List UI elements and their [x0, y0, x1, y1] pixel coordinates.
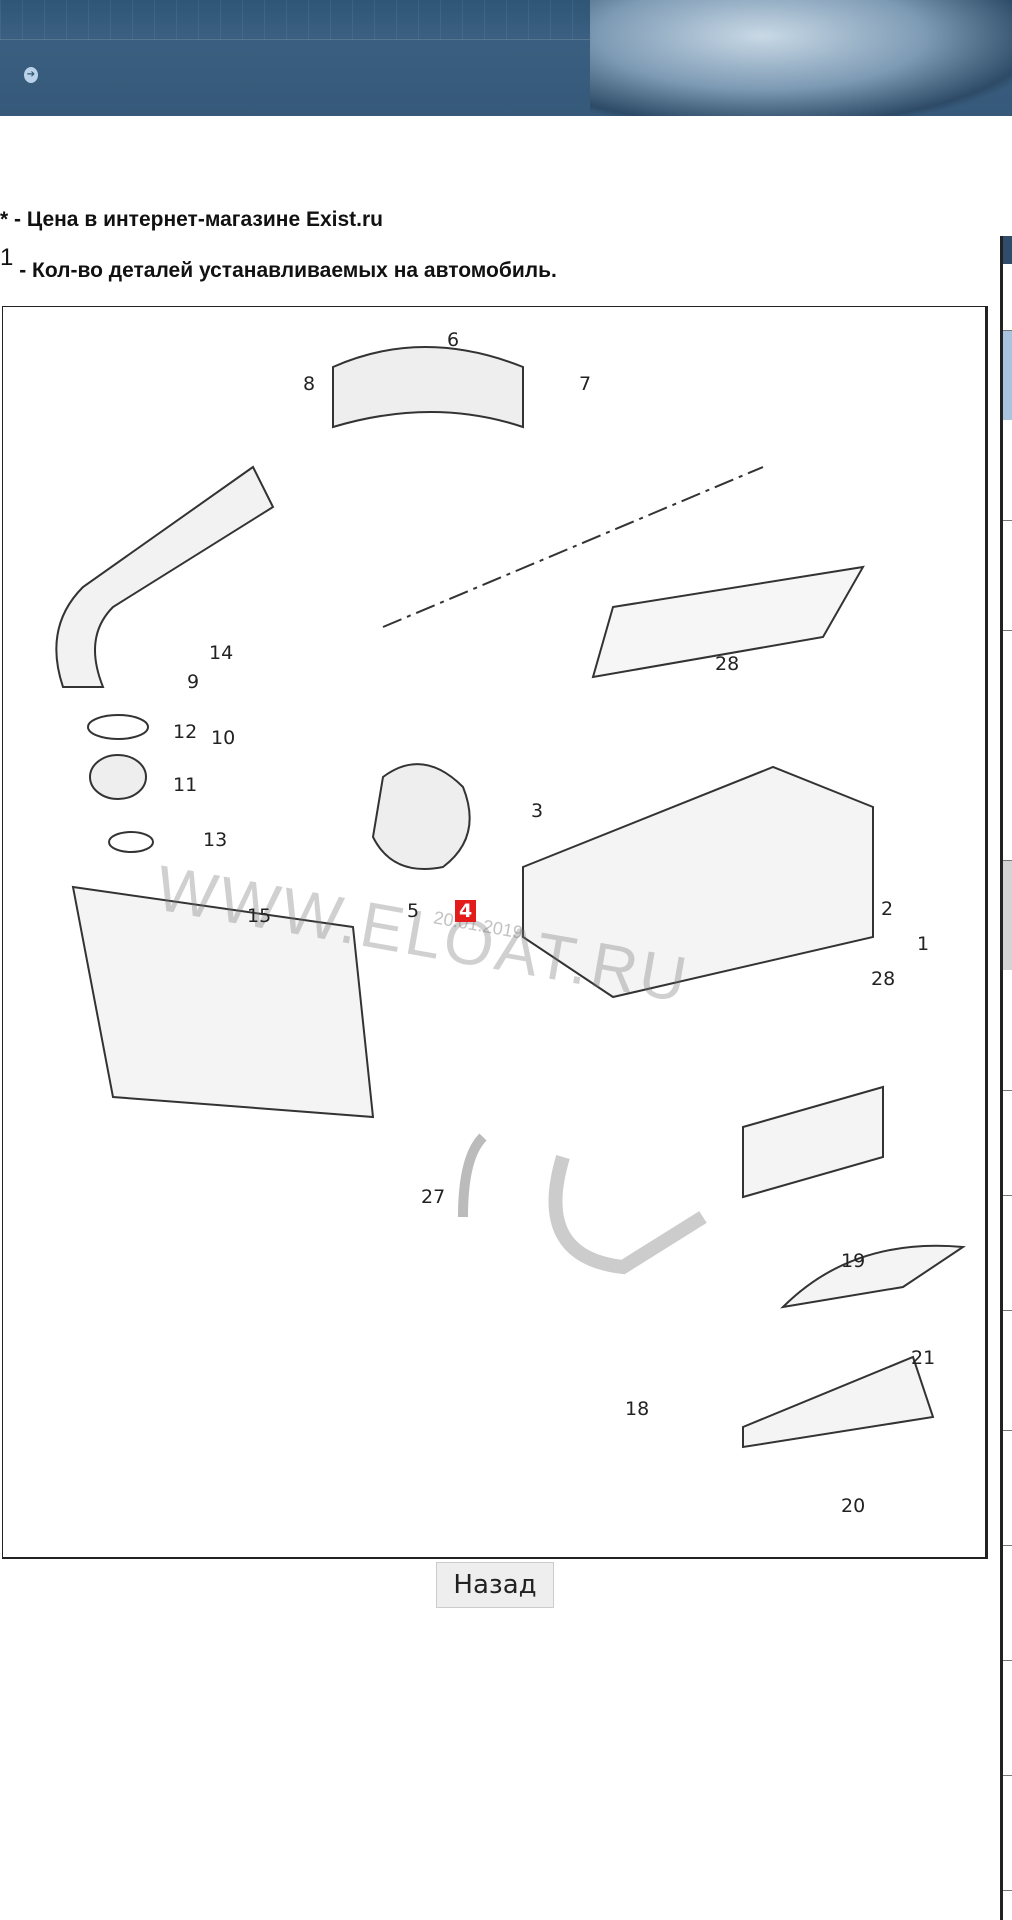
- part-label-11[interactable]: 11: [173, 774, 198, 796]
- table-row[interactable]: [1003, 1545, 1012, 1546]
- table-row[interactable]: [1003, 520, 1012, 521]
- part-label-28-top[interactable]: 28: [715, 653, 740, 675]
- table-row[interactable]: [1003, 1890, 1012, 1891]
- part-label-3[interactable]: 3: [531, 800, 544, 822]
- part-label-2[interactable]: 2: [881, 898, 894, 920]
- engine-banner-image: [590, 0, 1012, 116]
- back-button[interactable]: Назад: [436, 1562, 554, 1608]
- part-label-21[interactable]: 21: [911, 1347, 936, 1369]
- table-row[interactable]: [1003, 1775, 1012, 1776]
- table-row[interactable]: [1003, 1195, 1012, 1196]
- table-row[interactable]: [1003, 630, 1012, 631]
- part-label-18[interactable]: 18: [625, 1398, 650, 1420]
- part-label-9[interactable]: 9: [187, 671, 200, 693]
- part-label-27[interactable]: 27: [421, 1186, 446, 1208]
- part-label-1[interactable]: 1: [917, 933, 930, 955]
- diagram-drawing: [55, 346, 966, 1449]
- table-row[interactable]: [1003, 1430, 1012, 1431]
- part-label-10[interactable]: 10: [211, 727, 236, 749]
- table-row[interactable]: [1003, 1660, 1012, 1661]
- table-row-selected[interactable]: [1003, 330, 1012, 420]
- part-label-19[interactable]: 19: [841, 1250, 866, 1272]
- qty-note: 1 - Кол-во деталей устанавливаемых на ав…: [0, 244, 557, 283]
- part-label-14[interactable]: 14: [209, 642, 234, 664]
- table-row-gray[interactable]: [1003, 860, 1012, 970]
- part-label-8[interactable]: 8: [303, 373, 316, 395]
- part-label-5[interactable]: 5: [407, 900, 420, 922]
- price-note-text: - Цена в интернет-магазине Exist.ru: [8, 208, 384, 231]
- price-note: * - Цена в интернет-магазине Exist.ru: [0, 208, 383, 232]
- part-label-7[interactable]: 7: [579, 373, 592, 395]
- part-label-13[interactable]: 13: [203, 829, 228, 851]
- part-label-12[interactable]: 12: [173, 721, 198, 743]
- part-label-4-highlighted[interactable]: 4: [455, 900, 477, 922]
- part-label-20[interactable]: 20: [841, 1495, 866, 1517]
- site-header: ➔: [0, 0, 1012, 116]
- table-row[interactable]: [1003, 1310, 1012, 1311]
- qty-note-text: - Кол-во деталей устанавливаемых на авто…: [13, 259, 557, 282]
- part-label-28[interactable]: 28: [871, 968, 896, 990]
- qty-mark: 1: [0, 244, 14, 271]
- nav-arrow-icon[interactable]: ➔: [24, 67, 38, 83]
- price-mark: *: [0, 208, 9, 231]
- part-label-15[interactable]: 15: [247, 905, 272, 927]
- side-parts-table: [1000, 236, 1012, 1920]
- parts-diagram: WWW.ELOAT.RU 20.01.2019 6 8 7 9 12 10 11…: [2, 306, 988, 1559]
- side-table-header: [1003, 236, 1012, 264]
- part-label-6[interactable]: 6: [447, 329, 460, 351]
- table-row[interactable]: [1003, 1090, 1012, 1091]
